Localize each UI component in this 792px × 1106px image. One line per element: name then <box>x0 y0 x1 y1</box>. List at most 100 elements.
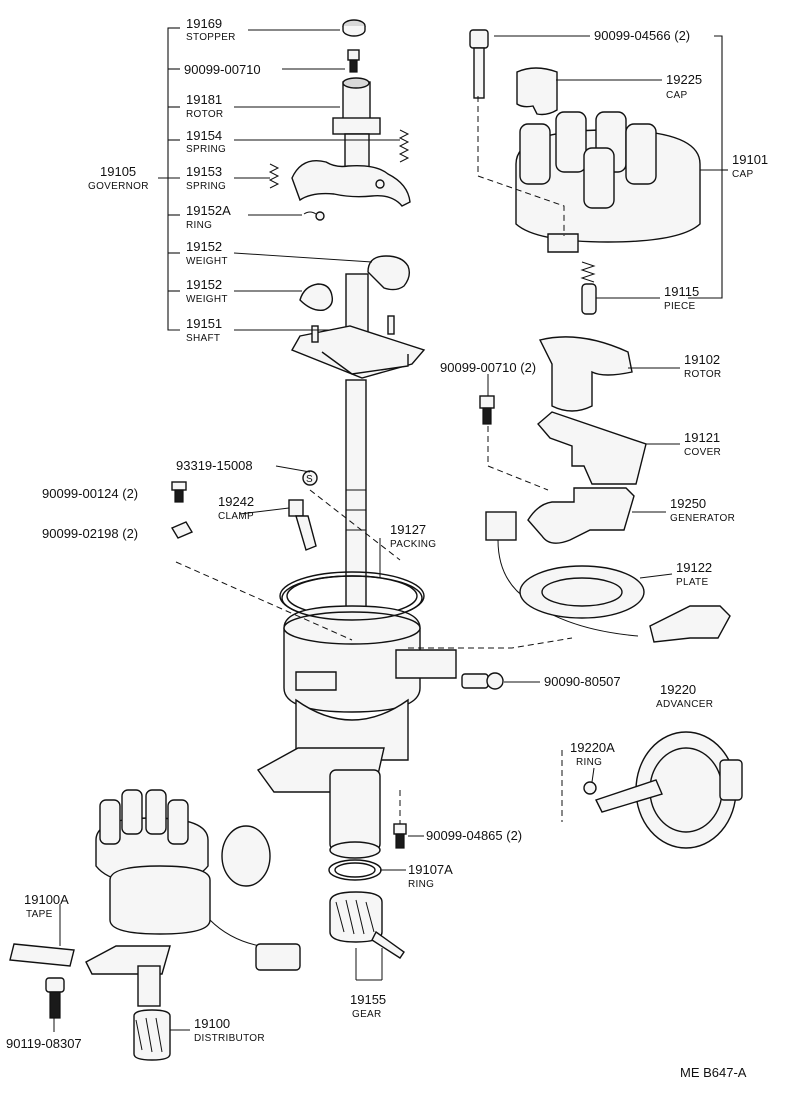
part-number: 19152 <box>186 277 222 292</box>
part-number: 19242 <box>218 494 254 509</box>
gear-19155-part <box>329 891 405 959</box>
part-number: 19181 <box>186 92 222 107</box>
part-number: 19220A <box>570 740 615 755</box>
part-name: WEIGHT <box>186 294 228 305</box>
callout-19225: 19225 CAP <box>666 72 702 101</box>
callout-19151: 19151 SHAFT <box>186 316 222 344</box>
part-number: 19151 <box>186 316 222 331</box>
part-number: 90099-00710 <box>184 62 261 77</box>
callout-19242: 19242 CLAMP <box>218 494 254 522</box>
part-number: 19154 <box>186 128 222 143</box>
callout-90099-04865: 90099-04865 (2) <box>426 828 522 843</box>
callout-19100a: 19100A TAPE <box>24 892 69 920</box>
screw-08307 <box>45 977 65 1019</box>
part-number: 19152A <box>186 203 231 218</box>
connector-plug <box>649 605 731 643</box>
callout-19105: 19105 GOVERNOR <box>88 164 149 192</box>
part-name: GOVERNOR <box>88 181 149 192</box>
rotor-19102-part <box>538 336 633 412</box>
part-number: 19169 <box>186 16 222 31</box>
cap-19225-part <box>516 67 558 116</box>
callout-90099-00710-a: 90099-00710 <box>184 62 261 77</box>
washer-02198 <box>170 521 194 539</box>
drawing-reference: ME B647-A <box>680 1065 747 1080</box>
screw-00124 <box>171 481 187 503</box>
part-name: STOPPER <box>186 32 236 43</box>
part-number: 90099-00124 (2) <box>42 486 138 501</box>
cover-19121-part <box>537 411 647 485</box>
callout-90099-02198: 90099-02198 (2) <box>42 526 138 541</box>
plate-19122-part <box>519 565 645 619</box>
part-name: COVER <box>684 447 721 458</box>
ring-19107a-part <box>328 859 382 881</box>
clamp-19242-part <box>288 499 317 551</box>
callout-19121: 19121 COVER <box>684 430 721 458</box>
cap-19101-part <box>515 111 701 253</box>
part-name: RING <box>408 879 434 890</box>
tape-19100a-part <box>9 943 75 967</box>
part-name: CLAMP <box>218 511 254 522</box>
part-name: CAP <box>732 169 753 180</box>
part-number: 19155 <box>350 992 386 1007</box>
piece-19115-part <box>580 261 597 315</box>
part-name: SHAFT <box>186 333 220 344</box>
distributor-assembly-inset <box>85 789 301 1061</box>
part-number: 19225 <box>666 72 702 87</box>
leader-lines <box>53 29 728 1032</box>
advancer-19220-part <box>595 731 743 849</box>
part-number: 19250 <box>670 496 706 511</box>
part-name: CAP <box>666 90 687 101</box>
part-name: ADVANCER <box>656 699 713 710</box>
callout-19181: 19181 ROTOR <box>186 92 223 120</box>
callout-19100: 19100 DISTRIBUTOR <box>194 1016 265 1044</box>
main-shaft <box>345 379 367 641</box>
part-number: 90099-00710 (2) <box>440 360 536 375</box>
part-number: 19220 <box>660 682 696 697</box>
part-number: 90090-80507 <box>544 674 621 689</box>
callout-19107a: 19107A RING <box>408 862 453 890</box>
callout-19102: 19102 ROTOR <box>684 352 721 380</box>
callout-19154: 19154 SPRING <box>186 128 226 155</box>
ring-19220a-part <box>583 781 597 795</box>
callout-19115: 19115 PIECE <box>664 284 699 312</box>
callout-19101: 19101 CAP <box>732 152 768 180</box>
part-name: SPRING <box>186 181 226 192</box>
part-number: 19101 <box>732 152 768 167</box>
part-number: 93319-15008 <box>176 458 253 473</box>
callout-19152a: 19152A RING <box>186 203 231 231</box>
callout-19127: 19127 PACKING <box>390 522 436 550</box>
assembly-guide-lines <box>175 96 573 824</box>
washer-15008: S <box>302 470 318 486</box>
part-name: PIECE <box>664 301 696 312</box>
part-number: 19121 <box>684 430 720 445</box>
stopper-part <box>342 19 366 37</box>
part-name: WEIGHT <box>186 256 228 267</box>
callout-19152-weight-a: 19152 WEIGHT <box>186 239 228 267</box>
part-number: 90119-08307 <box>6 1036 82 1051</box>
part-number: 19100 <box>194 1016 230 1031</box>
callout-19169: 19169 STOPPER <box>186 16 236 43</box>
part-number: 19100A <box>24 892 69 907</box>
screw-00710-top <box>347 49 360 73</box>
callout-90099-00124: 90099-00124 (2) <box>42 486 138 501</box>
part-number: 19152 <box>186 239 222 254</box>
governor-shaft-part <box>290 273 426 379</box>
part-name: PACKING <box>390 539 436 550</box>
part-number: 90099-02198 (2) <box>42 526 138 541</box>
callout-90119-08307: 90119-08307 <box>6 1036 82 1051</box>
callout-19122: 19122 PLATE <box>676 560 712 588</box>
part-number: 19115 <box>664 284 699 299</box>
callout-90099-00710-b: 90099-00710 (2) <box>440 360 536 375</box>
distributor-housing <box>256 571 457 859</box>
callout-19220a: 19220A RING <box>570 740 615 768</box>
part-name: GEAR <box>352 1009 382 1020</box>
part-number: 19107A <box>408 862 453 877</box>
svg-text:S: S <box>306 474 313 485</box>
part-number: 19153 <box>186 164 222 179</box>
callout-19220: 19220 ADVANCER <box>656 682 713 710</box>
callout-90099-04566: 90099-04566 (2) <box>594 28 690 43</box>
callout-93319-15008: 93319-15008 <box>176 458 253 473</box>
screw-80507 <box>461 672 504 690</box>
